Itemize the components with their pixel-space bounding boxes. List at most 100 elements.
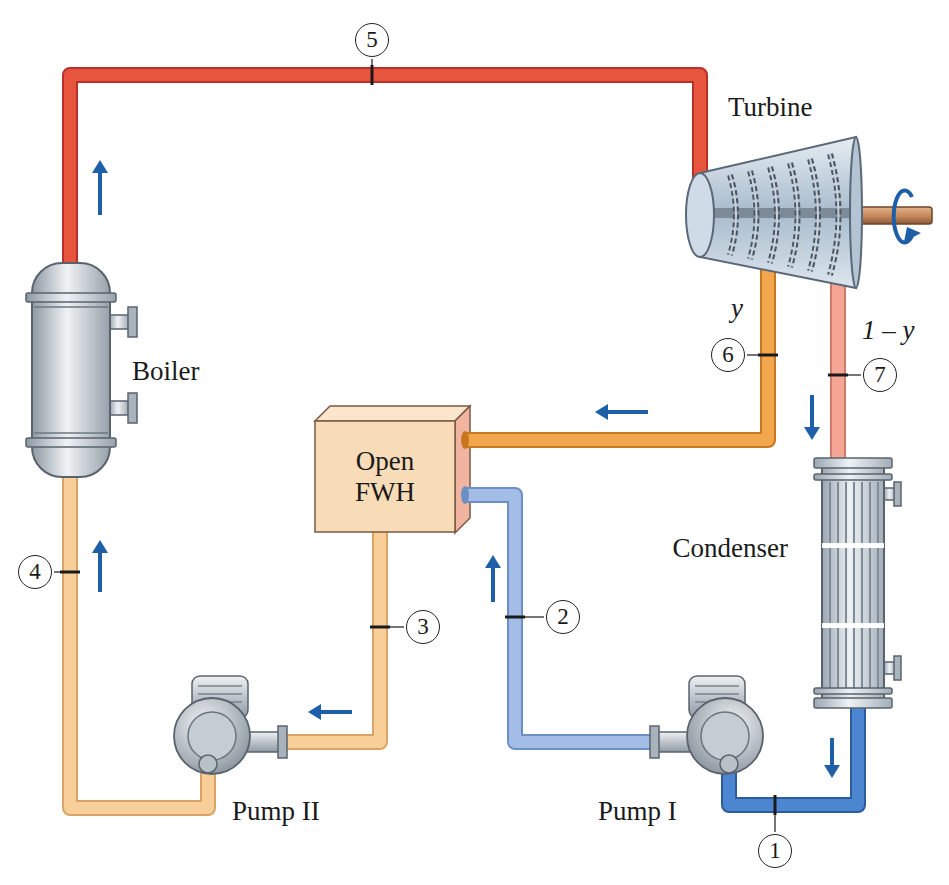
fwh-inlet — [461, 486, 469, 504]
pipe-connector — [480, 495, 640, 742]
state-number: 3 — [406, 610, 440, 644]
pump-illustration — [640, 672, 775, 787]
pump-inlet — [720, 755, 738, 773]
condenser-shell — [822, 462, 884, 706]
pipe-outline — [480, 495, 640, 742]
flow-arrow — [810, 395, 814, 430]
flow-arrow — [318, 710, 352, 714]
turbine-outlet-face — [850, 137, 862, 288]
pipe-outline — [70, 75, 700, 245]
state-tick — [828, 374, 848, 377]
boiler-nozzle — [108, 401, 130, 415]
boiler-seam — [34, 306, 108, 308]
flow-arrow-head — [92, 540, 108, 553]
pipe-fill — [480, 495, 640, 742]
condenser-flange — [814, 458, 892, 468]
condenser-nozzle-flange — [894, 656, 901, 680]
flow-arrow — [830, 738, 834, 768]
boiler-node: Boiler — [22, 245, 140, 495]
pipe-outline — [480, 290, 768, 440]
flow-fraction-label: y — [731, 294, 743, 324]
flow-arrow-head — [595, 404, 608, 420]
state-number: 5 — [355, 23, 389, 57]
flow-arrow-head — [485, 555, 501, 568]
leader-line — [848, 374, 861, 375]
pump-node: Pump II — [162, 672, 297, 787]
pump-cover — [188, 712, 236, 760]
rotation-arrow-head — [904, 227, 921, 242]
condenser-node: Condenser — [798, 448, 910, 720]
pump-label: Pump I — [598, 797, 677, 827]
pump-label: Pump II — [232, 797, 320, 827]
boiler-nozzle-flange — [128, 393, 137, 423]
condenser-flange — [814, 474, 892, 480]
feedwater-heater-label: Open FWH — [315, 421, 455, 533]
state-number: 2 — [546, 600, 580, 634]
condenser-flange — [814, 698, 892, 708]
flow-arrow — [491, 565, 495, 602]
fwh-inlet — [461, 431, 469, 449]
leader-line — [371, 59, 372, 65]
state-tick — [758, 354, 778, 357]
flow-arrow-head — [92, 160, 108, 173]
pump-volute — [174, 698, 250, 774]
condenser-label: Condenser — [673, 534, 788, 564]
turbine-blades — [730, 154, 839, 275]
feedwater-heater-node: Open FWH — [315, 405, 480, 533]
pipe-fill — [70, 75, 700, 245]
boiler-seam — [34, 432, 108, 434]
turbine-casing — [700, 137, 856, 288]
leader-line — [54, 571, 60, 572]
pump-flange — [278, 726, 287, 758]
leader-line — [525, 616, 544, 617]
pump-group — [640, 676, 763, 787]
boiler-nozzle — [108, 315, 130, 329]
condenser-baffle — [822, 543, 884, 548]
boiler-label: Boiler — [132, 357, 200, 387]
pump-inlet — [199, 755, 217, 773]
turbine-label: Turbine — [728, 93, 813, 123]
pump-flange — [650, 726, 659, 758]
fwh-top-face — [315, 406, 470, 421]
pipe-connector — [297, 533, 404, 742]
flow-arrow — [98, 550, 102, 592]
fwh-side-face — [455, 406, 470, 533]
pump-illustration — [162, 672, 297, 787]
condenser-baffle — [822, 623, 884, 628]
fwh-front-face — [315, 421, 455, 532]
turbine-blade-edges — [730, 154, 839, 275]
turbine-illustration — [680, 135, 860, 290]
condenser-illustration — [798, 448, 910, 720]
state-number: 1 — [758, 834, 792, 868]
flow-fraction-label: 1 – y — [862, 316, 914, 346]
pipe-fill — [480, 290, 768, 440]
state-tick — [60, 571, 80, 574]
turbine-inlet-face — [686, 173, 714, 257]
state-tick — [505, 616, 525, 619]
pump-volute — [687, 698, 763, 774]
boiler-nozzle-flange — [128, 307, 137, 337]
flow-arrow — [98, 170, 102, 215]
flow-arrow — [605, 410, 648, 414]
turbine-node: Turbine — [680, 135, 860, 290]
boiler-flange — [26, 438, 116, 447]
boiler-flange — [26, 293, 116, 302]
state-tick — [774, 795, 777, 815]
leader-line — [390, 626, 404, 627]
pipe-fill — [297, 533, 380, 742]
condenser-tubes — [830, 482, 878, 688]
leader-line — [747, 354, 758, 355]
pipe-connector — [804, 290, 861, 448]
state-tick — [371, 65, 374, 85]
condenser-nozzle-flange — [894, 482, 901, 506]
turbine-rotor — [710, 208, 856, 218]
flow-arrow-head — [824, 765, 840, 778]
state-number: 7 — [863, 358, 897, 392]
state-tick — [370, 626, 390, 629]
pipe-outline — [830, 290, 846, 448]
boiler-illustration — [22, 245, 140, 495]
pump-cover — [701, 712, 749, 760]
flow-arrow-head — [308, 704, 321, 720]
pipe-fill — [832, 290, 844, 448]
